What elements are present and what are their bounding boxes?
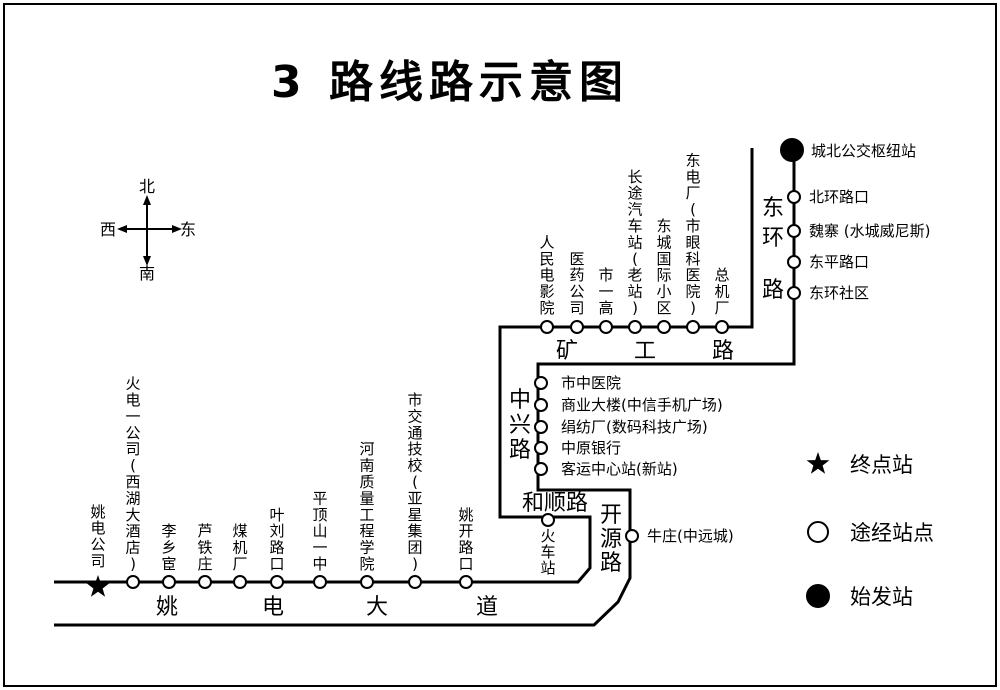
stop-label-kaiyuan-1: 牛庄(中远城) (647, 527, 734, 545)
stop-kuanggong-4 (628, 320, 642, 334)
stop-kuanggong-6 (686, 320, 700, 334)
stop-label-donghuan-3: 东平路口 (809, 253, 869, 271)
road-label-kaiyuan-3: 路 (600, 551, 622, 576)
stop-kaiyuan-1 (625, 529, 639, 543)
stop-label-donghuan-4: 东环社区 (809, 284, 869, 302)
stop-yaodian-8 (408, 575, 422, 589)
map-frame (3, 3, 997, 687)
stop-yaodian-4 (233, 575, 247, 589)
stop-yaodian-6 (313, 575, 327, 589)
stop-yaodian-2 (162, 575, 176, 589)
road-label-heshun: 和顺路 (522, 491, 588, 516)
stop-yaodian-5 (270, 575, 284, 589)
road-label-zhongxing-3: 路 (509, 438, 531, 463)
stop-label-zhongxing-1: 市中医院 (561, 374, 621, 392)
terminal-star-icon (86, 575, 110, 597)
stop-label-heshun-1: 火车站 (540, 527, 555, 577)
stop-label-donghuan-1: 北环路口 (809, 188, 869, 206)
stop-label-kuanggong-6: 东电厂(市眼科医院) (685, 151, 700, 317)
stop-label-kuanggong-3: 市一高 (598, 266, 613, 317)
road-label-yaodian-1: 姚 (156, 595, 178, 620)
stop-zhongxing-3 (534, 420, 548, 434)
stop-heshun-1 (541, 513, 555, 527)
stop-label-zhongxing-2: 商业大楼(中信手机广场) (561, 396, 723, 414)
stop-label-yaodian-5: 叶刘路口 (269, 506, 284, 573)
stop-label-zhongxing-4: 中原银行 (561, 439, 621, 457)
stop-label-yaodian-1: 火电一公司(西湖大酒店) (125, 375, 140, 573)
road-label-donghuan-2: 环 (762, 226, 784, 251)
road-label-yaodian-4: 道 (476, 595, 498, 620)
stop-label-yaodian-2: 李乡宦 (161, 522, 176, 573)
stop-donghuan-1 (787, 190, 801, 204)
stop-zhongxing-4 (534, 441, 548, 455)
road-label-kaiyuan-1: 开 (600, 503, 622, 528)
compass-rose: 北 南 西 东 (100, 177, 196, 283)
road-label-zhongxing-2: 兴 (509, 413, 531, 438)
stop-label-kuanggong-7: 总机厂 (714, 266, 729, 317)
compass-south: 南 (139, 264, 155, 283)
road-label-yaodian-3: 大 (366, 595, 388, 620)
stop-zhongxing-2 (534, 398, 548, 412)
compass-west: 西 (100, 220, 116, 239)
stop-label-yaodian-6: 平顶山一中 (312, 489, 327, 573)
stop-label-zhongxing-3: 绢纺厂(数码科技广场) (561, 418, 708, 436)
stop-label-zhongxing-5: 客运中心站(新站) (561, 460, 678, 478)
legend-stop-icon (807, 521, 829, 543)
stop-label-donghuan-2: 魏寨 (水城威尼斯) (809, 222, 930, 240)
legend-origin-icon (806, 584, 830, 608)
stop-label-yaodian-4: 煤机厂 (232, 522, 247, 573)
road-label-donghuan-1: 东 (762, 196, 784, 221)
road-label-yaodian-2: 电 (262, 595, 284, 620)
stop-label-kuanggong-4: 长途汽车站(老站) (627, 168, 642, 317)
map-title: 3 路线路示意图 (271, 57, 629, 108)
stop-yaodian-3 (198, 575, 212, 589)
stop-kuanggong-7 (715, 320, 729, 334)
stop-label-yaodian-8: 市交通技校(亚星集团) (407, 391, 422, 573)
stop-label-kuanggong-5: 东城国际小区 (656, 217, 671, 317)
stop-kuanggong-1 (540, 320, 554, 334)
road-label-zhongxing-1: 中 (509, 388, 531, 413)
road-label-kuanggong-3: 路 (712, 339, 734, 364)
stop-kuanggong-2 (570, 320, 584, 334)
legend-stop-label: 途经站点 (850, 521, 934, 545)
stop-zhongxing-5 (534, 462, 548, 476)
stop-donghuan-2 (787, 224, 801, 238)
legend-terminal-label: 终点站 (850, 453, 913, 477)
stop-yaodian-1 (126, 575, 140, 589)
road-label-kaiyuan-2: 源 (600, 527, 622, 552)
stop-label-kuanggong-2: 医药公司 (569, 250, 584, 317)
road-label-kuanggong-1: 矿 (556, 339, 578, 364)
legend-origin-label: 始发站 (850, 585, 913, 609)
road-labels: 姚 电 大 道 矿 工 路 中 兴 路 和顺路 开 源 路 东 环 路 (156, 196, 784, 620)
road-outline-south (54, 150, 796, 627)
stop-donghuan-3 (787, 255, 801, 269)
stop-label-yaodian-9: 姚开路口 (458, 506, 473, 573)
stop-yaodian-9 (459, 575, 473, 589)
road-label-donghuan-3: 路 (762, 278, 784, 303)
compass-east: 东 (180, 220, 196, 239)
stop-yaodian-7 (360, 575, 374, 589)
stop-zhongxing-1 (534, 376, 548, 390)
stop-label-terminal: 姚电公司 (90, 503, 105, 570)
compass-north: 北 (139, 177, 155, 196)
origin-stop-icon (780, 138, 804, 162)
stop-kuanggong-5 (657, 320, 671, 334)
stop-label-yaodian-7: 河南质量工程学院 (359, 440, 374, 573)
stop-label-kuanggong-1: 人民电影院 (539, 233, 554, 317)
stop-label-yaodian-3: 芦铁庄 (197, 522, 212, 573)
stop-kuanggong-3 (599, 320, 613, 334)
stop-donghuan-4 (787, 286, 801, 300)
stop-label-origin: 城北公交枢纽站 (811, 142, 916, 160)
stops-layer: 姚电公司 火电一公司(西湖大酒店) 李乡宦 芦铁庄 煤机厂 叶刘路口 平顶山一中 河南质量工程… (86, 138, 930, 597)
legend-terminal-icon (806, 452, 830, 474)
road-label-kuanggong-2: 工 (634, 339, 656, 364)
